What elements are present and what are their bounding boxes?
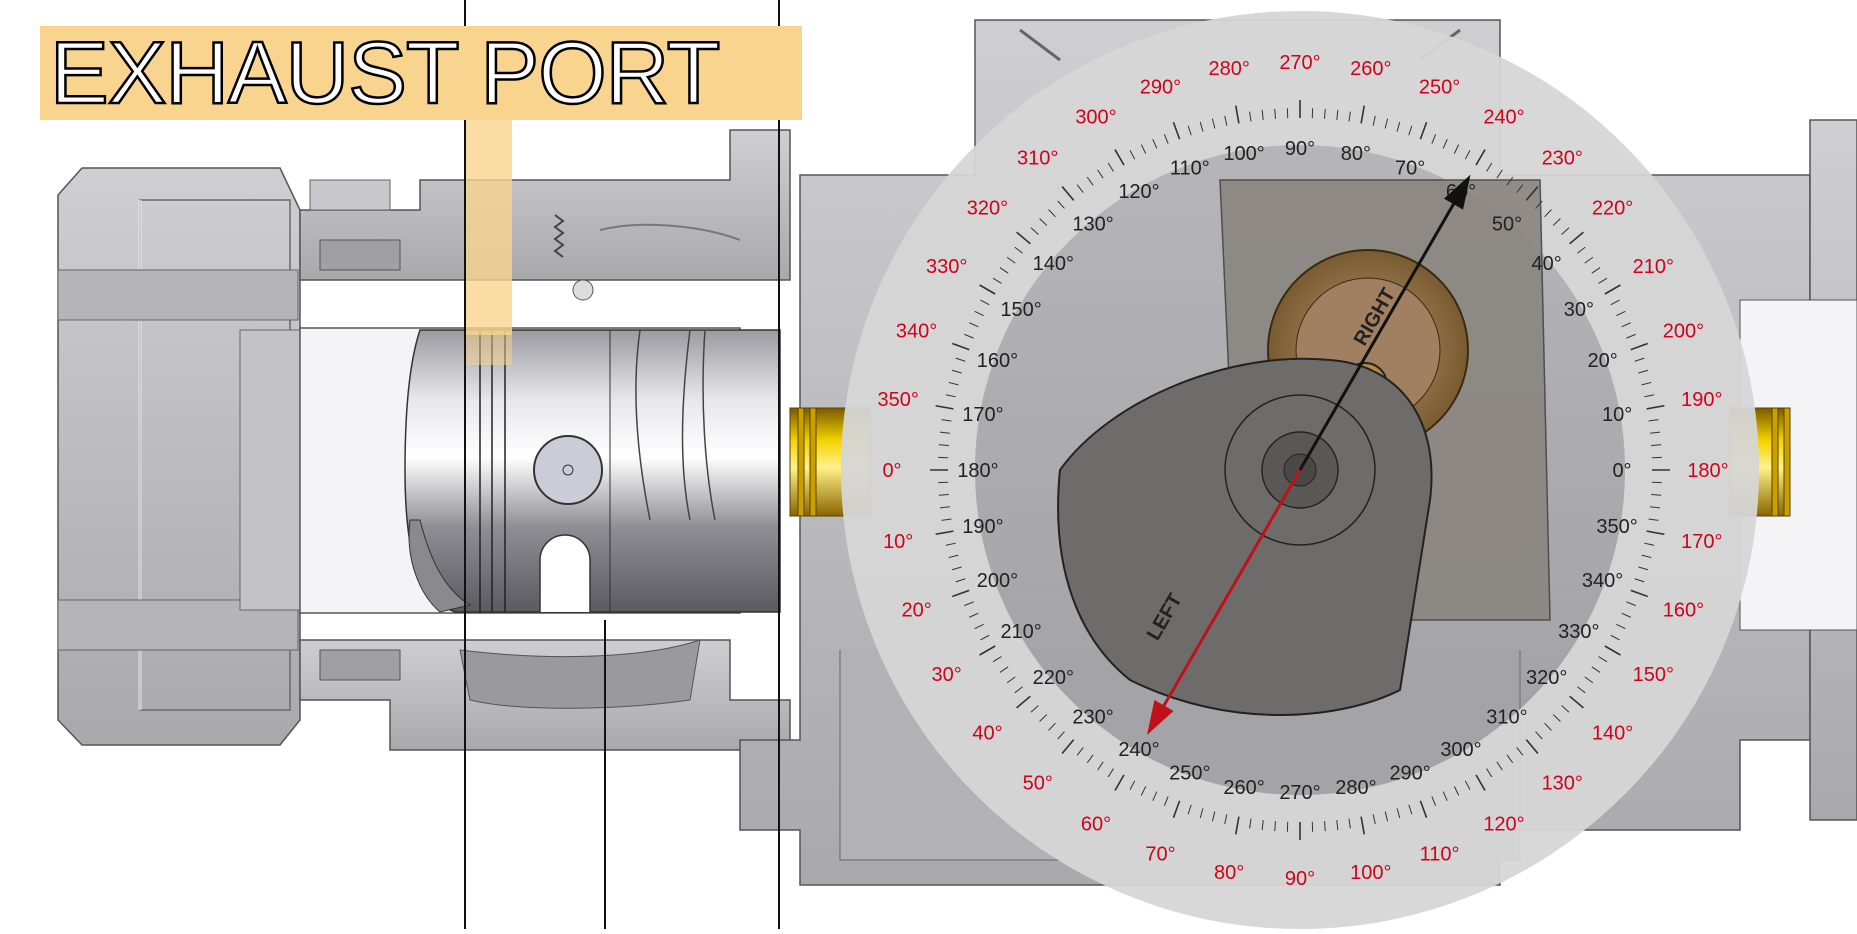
outer-degree-label: 200°	[1663, 320, 1704, 342]
outer-degree-label: 50°	[1023, 773, 1053, 795]
outer-degree-label: 320°	[967, 198, 1008, 220]
outer-degree-label: 240°	[1483, 107, 1524, 129]
outer-degree-label: 70°	[1145, 843, 1175, 865]
outer-degree-label: 210°	[1633, 256, 1674, 278]
tick-mark	[1651, 445, 1661, 446]
inner-degree-label: 70°	[1395, 157, 1425, 179]
outer-degree-label: 150°	[1633, 664, 1674, 686]
outer-degree-label: 310°	[1017, 147, 1058, 169]
exhaust-port-highlight	[466, 120, 512, 335]
outer-degree-label: 10°	[883, 531, 913, 553]
outer-degree-label: 260°	[1350, 58, 1391, 80]
outer-degree-label: 230°	[1542, 147, 1583, 169]
inner-degree-label: 270°	[1279, 782, 1320, 804]
outer-degree-label: 30°	[932, 664, 962, 686]
outer-degree-label: 0°	[882, 460, 901, 482]
outer-degree-label: 90°	[1285, 868, 1315, 890]
inner-degree-label: 20°	[1587, 350, 1617, 372]
inner-degree-label: 260°	[1223, 777, 1264, 799]
inner-degree-label: 30°	[1564, 299, 1594, 321]
outer-degree-label: 80°	[1214, 862, 1244, 884]
tick-mark	[939, 495, 949, 496]
outer-degree-label: 330°	[926, 256, 967, 278]
outer-degree-label: 220°	[1592, 198, 1633, 220]
exhaust-port-title: EXHAUST PORT	[40, 26, 802, 120]
inner-degree-label: 340°	[1582, 570, 1623, 592]
outer-degree-label: 100°	[1350, 862, 1391, 884]
inner-degree-label: 300°	[1440, 739, 1481, 761]
tick-mark	[1325, 109, 1326, 119]
outer-degree-label: 120°	[1483, 813, 1524, 835]
inner-degree-label: 90°	[1285, 138, 1315, 160]
outer-degree-label: 160°	[1663, 600, 1704, 622]
outer-degree-label: 170°	[1681, 531, 1722, 553]
tick-mark	[1275, 821, 1276, 831]
inner-degree-label: 250°	[1169, 763, 1210, 785]
inner-degree-label: 290°	[1389, 763, 1430, 785]
inner-degree-label: 350°	[1596, 516, 1637, 538]
inner-degree-label: 160°	[977, 350, 1018, 372]
inner-degree-label: 10°	[1602, 404, 1632, 426]
inner-degree-label: 230°	[1072, 707, 1113, 729]
inner-degree-label: 210°	[1000, 621, 1041, 643]
inner-degree-label: 130°	[1072, 213, 1113, 235]
inner-degree-label: 150°	[1000, 299, 1041, 321]
inner-degree-label: 120°	[1118, 181, 1159, 203]
outer-degree-label: 270°	[1279, 52, 1320, 74]
inner-degree-label: 140°	[1033, 253, 1074, 275]
outer-degree-label: 60°	[1081, 813, 1111, 835]
inner-degree-label: 320°	[1526, 667, 1567, 689]
outer-degree-label: 20°	[901, 600, 931, 622]
inner-degree-label: 220°	[1033, 667, 1074, 689]
inner-degree-label: 190°	[962, 516, 1003, 538]
outer-degree-label: 340°	[896, 320, 937, 342]
inner-degree-label: 310°	[1486, 707, 1527, 729]
inner-degree-label: 100°	[1223, 143, 1264, 165]
inner-degree-label: 50°	[1492, 213, 1522, 235]
outer-degree-label: 300°	[1075, 107, 1116, 129]
outer-degree-label: 290°	[1140, 77, 1181, 99]
outer-degree-label: 140°	[1592, 722, 1633, 744]
inner-degree-label: 110°	[1170, 157, 1210, 179]
outer-degree-label: 130°	[1542, 773, 1583, 795]
tick-mark	[1325, 821, 1326, 831]
end-cap	[58, 168, 300, 745]
outer-degree-label: 250°	[1419, 77, 1460, 99]
outer-degree-label: 190°	[1681, 389, 1722, 411]
tick-mark	[1275, 109, 1276, 119]
tick-mark	[1651, 495, 1661, 496]
inner-degree-label: 40°	[1532, 253, 1562, 275]
inner-degree-label: 180°	[957, 460, 998, 482]
outer-degree-label: 350°	[878, 389, 919, 411]
inner-degree-label: 200°	[977, 570, 1018, 592]
inner-degree-label: 280°	[1335, 777, 1376, 799]
outer-degree-label: 110°	[1420, 843, 1460, 865]
piston	[405, 330, 780, 612]
inner-degree-label: 330°	[1558, 621, 1599, 643]
inner-degree-label: 170°	[962, 404, 1003, 426]
inner-degree-label: 0°	[1612, 460, 1631, 482]
inner-degree-label: 240°	[1118, 739, 1159, 761]
inner-degree-label: 80°	[1341, 143, 1371, 165]
outer-degree-label: 180°	[1687, 460, 1728, 482]
tick-mark	[939, 445, 949, 446]
outer-degree-label: 40°	[972, 722, 1002, 744]
outer-degree-label: 280°	[1208, 58, 1249, 80]
